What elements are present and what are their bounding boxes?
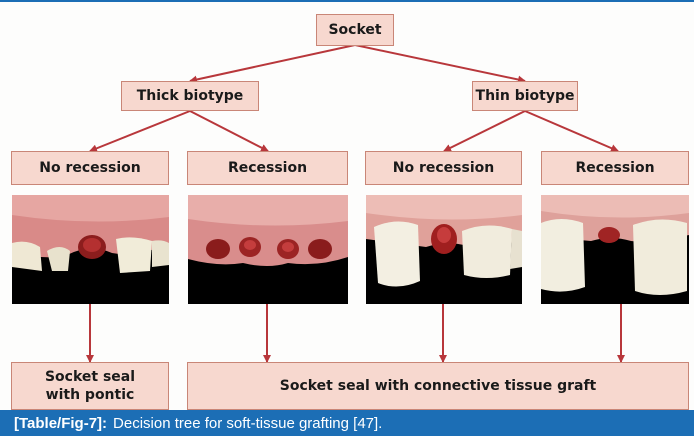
- thick-biotype-box: Thick biotype: [121, 81, 259, 111]
- outcome-left-line1: Socket seal: [45, 368, 135, 386]
- condition-label-1: No recession: [39, 159, 140, 177]
- caption-text: Decision tree for soft-tissue grafting […: [113, 415, 382, 432]
- condition-label-2: Recession: [228, 159, 307, 177]
- outcome-left-line2: with pontic: [46, 386, 135, 404]
- thick-biotype-label: Thick biotype: [137, 87, 244, 105]
- condition-label-4: Recession: [575, 159, 654, 177]
- clinical-photo-thin-no-recession: [366, 195, 522, 304]
- arrow-thin-to-no-recession: [444, 111, 525, 151]
- thin-biotype-box: Thin biotype: [472, 81, 578, 111]
- arrow-thin-to-recession: [525, 111, 618, 151]
- condition-box-2: Recession: [187, 151, 348, 185]
- socket-box: Socket: [316, 14, 394, 46]
- arrow-socket-to-thick: [190, 45, 355, 81]
- clinical-photo-thick-recession: [188, 195, 348, 304]
- socket-label: Socket: [328, 21, 381, 39]
- thin-biotype-label: Thin biotype: [476, 87, 575, 105]
- condition-label-3: No recession: [393, 159, 494, 177]
- condition-box-3: No recession: [365, 151, 522, 185]
- arrow-socket-to-thin: [355, 45, 525, 81]
- caption-label: [Table/Fig-7]:: [14, 415, 107, 432]
- figure-caption: [Table/Fig-7]: Decision tree for soft-ti…: [0, 410, 694, 436]
- clinical-photo-thin-recession: [541, 195, 689, 304]
- outcome-box-left: Socket seal with pontic: [11, 362, 169, 410]
- arrow-thick-to-no-recession: [90, 111, 190, 151]
- condition-box-4: Recession: [541, 151, 689, 185]
- arrow-thick-to-recession: [190, 111, 268, 151]
- outcome-right-label: Socket seal with connective tissue graft: [280, 377, 597, 395]
- condition-box-1: No recession: [11, 151, 169, 185]
- outcome-box-right: Socket seal with connective tissue graft: [187, 362, 689, 410]
- clinical-photo-thick-no-recession: [12, 195, 169, 304]
- diagram-panel: Socket Thick biotype Thin biotype No rec…: [0, 0, 694, 410]
